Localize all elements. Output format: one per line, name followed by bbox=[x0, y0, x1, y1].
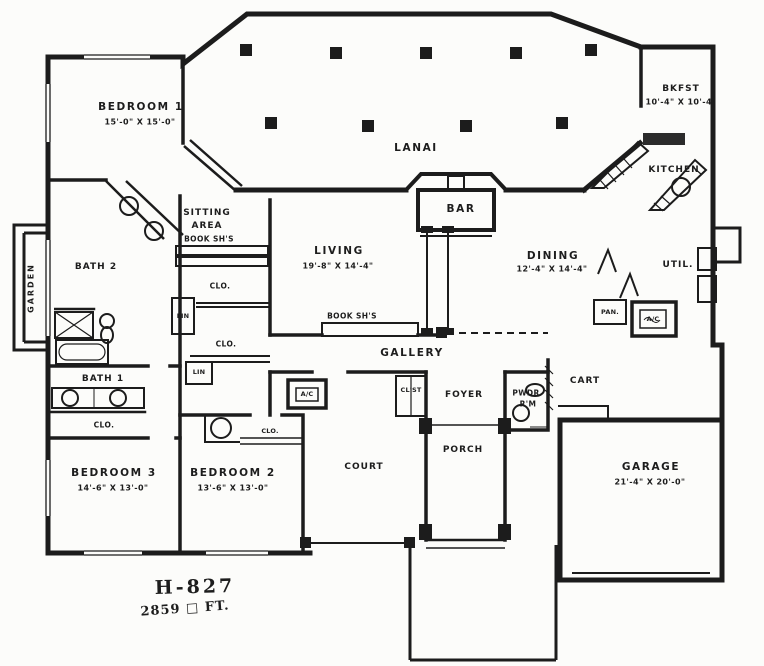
gallery-shelf bbox=[321, 322, 548, 338]
room-label-bkfst: BKFST bbox=[662, 84, 700, 94]
room-dims-bedroom1: 15'-0" X 15'-0" bbox=[104, 117, 176, 127]
room-label-bedroom1: BEDROOM 1 bbox=[98, 101, 184, 113]
label-ac-kitchen: A/C bbox=[646, 315, 660, 323]
room-label-pwdr-2: R'M bbox=[519, 399, 537, 409]
pantry-ac bbox=[593, 247, 678, 338]
lanai-posts bbox=[240, 44, 597, 132]
room-dims-garage: 21'-4" X 20'-0" bbox=[614, 477, 686, 487]
label-closet-upper: CLO. bbox=[209, 281, 231, 291]
label-book-shelves-gallery: BOOK SH'S bbox=[327, 311, 377, 321]
walkway-outline bbox=[408, 545, 558, 662]
room-label-porch: PORCH bbox=[442, 445, 484, 455]
room-label-bar: BAR bbox=[446, 203, 476, 215]
room-dims-bkfst: 10'-4" X 10'-4" bbox=[645, 97, 717, 107]
bedroom2-nook bbox=[204, 415, 303, 445]
label-closet-foyer: CL'ST bbox=[400, 386, 422, 394]
court-terrace bbox=[300, 537, 415, 548]
room-label-foyer: FOYER bbox=[444, 390, 484, 400]
porch-structure bbox=[419, 418, 511, 549]
util-fixtures bbox=[697, 247, 717, 303]
windows bbox=[43, 51, 268, 558]
label-closet-bedroom2: CLO. bbox=[261, 427, 279, 435]
garden-bay bbox=[12, 223, 48, 352]
room-label-court: COURT bbox=[344, 462, 384, 472]
room-label-sitting-1: SITTING bbox=[183, 208, 231, 218]
label-linen-upper: LIN bbox=[176, 312, 190, 320]
foyer-closet bbox=[395, 375, 427, 417]
plan-number: H-827 bbox=[154, 574, 236, 600]
room-label-living: LIVING bbox=[314, 245, 364, 257]
room-label-bedroom3: BEDROOM 3 bbox=[71, 467, 157, 479]
room-label-gallery: GALLERY bbox=[380, 347, 444, 359]
bar-structure bbox=[404, 172, 508, 237]
label-ac-court: A/C bbox=[300, 390, 314, 398]
label-pantry: PAN. bbox=[601, 308, 619, 316]
interior-walls bbox=[46, 45, 643, 555]
bath2-fixtures bbox=[54, 180, 184, 365]
room-label-cart: CART bbox=[569, 376, 601, 386]
powder-room-fixtures bbox=[512, 383, 548, 428]
room-label-bath2: BATH 2 bbox=[74, 262, 118, 272]
room-dims-bedroom3: 14'-6" X 13'-0" bbox=[77, 483, 149, 493]
room-label-kitchen: KITCHEN bbox=[648, 165, 700, 175]
label-linen-lower: LIN bbox=[192, 368, 206, 376]
room-label-pwdr-1: PWDR bbox=[512, 388, 540, 398]
sliding-door-diagonal bbox=[183, 139, 243, 192]
bath1-fixtures bbox=[51, 387, 145, 409]
kitchen-counters bbox=[589, 133, 708, 212]
room-dims-bedroom2: 13'-6" X 13'-0" bbox=[197, 483, 269, 493]
room-label-lanai: LANAI bbox=[394, 142, 438, 154]
room-dims-dining: 12'-4" X 14'-4" bbox=[516, 264, 588, 274]
living-dining-divider bbox=[421, 226, 454, 335]
garage-details bbox=[544, 365, 710, 574]
room-label-util: UTIL. bbox=[662, 260, 694, 270]
label-closet-lower: CLO. bbox=[215, 339, 237, 349]
court-ac-unit bbox=[286, 378, 328, 410]
room-label-bath1: BATH 1 bbox=[81, 374, 125, 384]
room-label-garage: GARAGE bbox=[621, 461, 681, 473]
room-label-sitting-2: AREA bbox=[191, 221, 223, 231]
room-label-dining: DINING bbox=[526, 250, 580, 262]
label-closet-bath1: CLO. bbox=[93, 420, 115, 430]
room-dims-living: 19'-8" X 14'-4" bbox=[302, 261, 374, 271]
label-garden: GARDEN bbox=[26, 263, 36, 313]
sitting-closets bbox=[171, 245, 270, 385]
room-label-bedroom2: BEDROOM 2 bbox=[190, 467, 276, 479]
label-book-shelves-sitting: BOOK SH'S bbox=[184, 234, 234, 244]
exterior-pad bbox=[711, 226, 742, 264]
